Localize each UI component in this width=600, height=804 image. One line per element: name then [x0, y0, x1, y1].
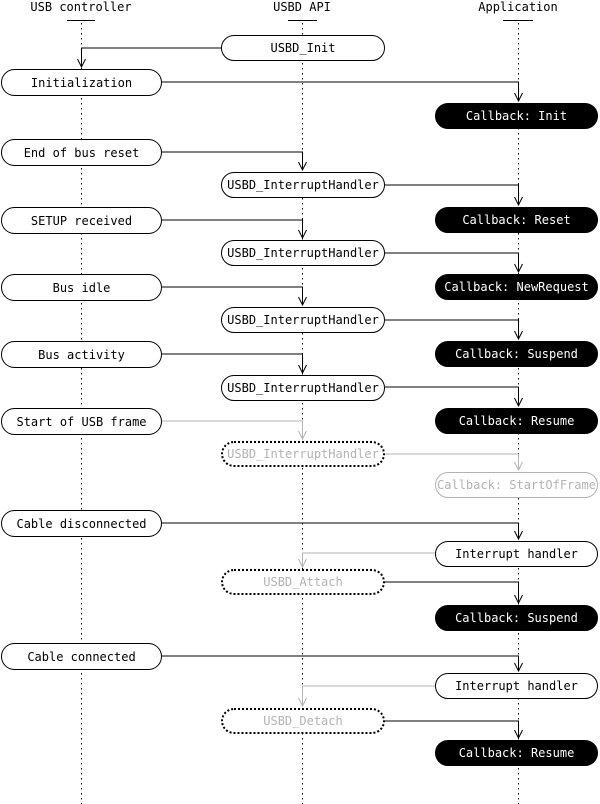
column-header-usbd-api: USBD API — [273, 0, 331, 14]
node-setup-received: SETUP received — [1, 207, 162, 234]
node-usbd-interrupthandler-5-inactive: USBD_InterruptHandler — [221, 441, 385, 467]
column-header-application: Application — [478, 0, 558, 14]
connector-interrupthandler-to-callback-newrequest — [385, 252, 523, 274]
node-callback-init: Callback: Init — [435, 103, 598, 129]
node-callback-suspend-2: Callback: Suspend — [435, 605, 598, 631]
node-cable-connected: Cable connected — [1, 643, 162, 670]
column-tick-usb-controller — [67, 20, 95, 21]
node-bus-idle: Bus idle — [1, 274, 162, 301]
node-usbd-init: USBD_Init — [221, 35, 385, 61]
node-interrupt-handler-1: Interrupt handler — [435, 541, 598, 567]
connector-interrupthandler-to-callback-startofframe-gray — [385, 453, 523, 472]
connector-startofusbframe-to-interrupthandler-gray — [162, 420, 307, 441]
column-header-usb-controller: USB controller — [30, 0, 132, 14]
node-callback-resume-2: Callback: Resume — [435, 740, 598, 766]
column-tick-usbd-api — [288, 20, 317, 21]
connector-endofbusreset-to-interrupthandler — [162, 151, 307, 172]
connector-interrupt-handler-to-usbdattach-gray — [298, 552, 435, 569]
node-initialization: Initialization — [1, 69, 162, 96]
node-callback-suspend-1: Callback: Suspend — [435, 341, 598, 367]
node-usbd-interrupthandler-1: USBD_InterruptHandler — [221, 172, 385, 198]
node-callback-startofframe-inactive: Callback: StartOfFrame — [435, 472, 598, 498]
connector-usbdinit-to-initialization — [77, 47, 221, 69]
node-callback-newrequest: Callback: NewRequest — [435, 274, 598, 300]
node-end-of-bus-reset: End of bus reset — [1, 139, 162, 166]
node-bus-activity: Bus activity — [1, 341, 162, 368]
connector-setupreceived-to-interrupthandler — [162, 219, 307, 240]
connector-busidle-to-interrupthandler — [162, 286, 307, 307]
connector-interrupthandler-to-callback-reset — [385, 184, 523, 207]
node-cable-disconnected: Cable disconnected — [1, 510, 162, 537]
node-interrupt-handler-2: Interrupt handler — [435, 673, 598, 699]
connector-initialization-to-callback-init — [162, 81, 523, 103]
node-usbd-attach-inactive: USBD_Attach — [221, 569, 385, 595]
connector-interrupthandler-to-callback-resume — [385, 386, 523, 408]
connector-interrupthandler-to-callback-suspend — [385, 319, 523, 341]
column-tick-application — [503, 20, 533, 21]
node-callback-resume-1: Callback: Resume — [435, 408, 598, 434]
node-start-of-usb-frame: Start of USB frame — [1, 408, 162, 435]
connector-cabledisconnected-to-interrupt-handler — [162, 522, 523, 541]
node-usbd-interrupthandler-4: USBD_InterruptHandler — [221, 375, 385, 401]
connector-usbddetach-to-callback-resume — [385, 720, 523, 740]
node-callback-reset: Callback: Reset — [435, 207, 598, 233]
connector-cableconnected-to-interrupt-handler — [162, 655, 523, 673]
node-usbd-interrupthandler-2: USBD_InterruptHandler — [221, 240, 385, 266]
node-usbd-detach-inactive: USBD_Detach — [221, 708, 385, 734]
connector-busactivity-to-interrupthandler — [162, 353, 307, 375]
connector-interrupt-handler-to-usbddetach-gray — [298, 685, 435, 708]
node-usbd-interrupthandler-3: USBD_InterruptHandler — [221, 307, 385, 333]
connector-usbdattach-to-callback-suspend — [385, 581, 523, 605]
